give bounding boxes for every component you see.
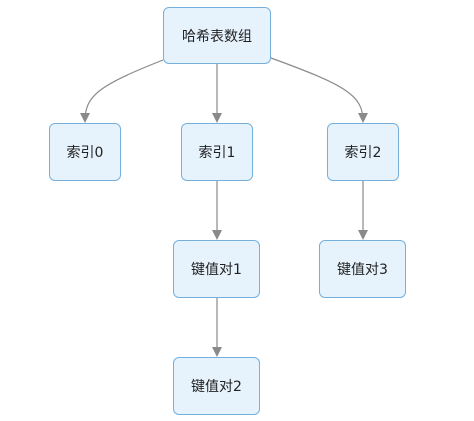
node-key-value-1: 键值对1 [173, 240, 260, 298]
edge-root-to-index2 [270, 57, 368, 123]
node-index-1: 索引1 [181, 123, 253, 181]
node-index-2: 索引2 [327, 123, 399, 181]
node-key-value-3: 键值对3 [319, 240, 406, 298]
node-hash-table-array: 哈希表数组 [163, 7, 271, 64]
edge-root-to-index0 [80, 59, 164, 123]
node-key-value-2: 键值对2 [173, 357, 260, 415]
node-index-0: 索引0 [49, 123, 121, 181]
